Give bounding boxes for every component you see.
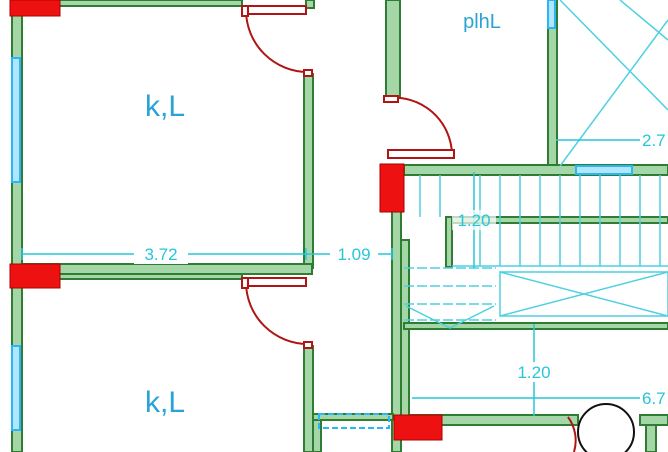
wall-room2-right bbox=[303, 345, 314, 452]
door-swing-icon bbox=[245, 281, 309, 345]
door-leaf bbox=[387, 149, 455, 159]
walls bbox=[11, 0, 668, 452]
door-jamb bbox=[303, 341, 313, 349]
dim-corridor-width: 1.09 bbox=[337, 245, 370, 264]
windows bbox=[11, 0, 633, 431]
wall-room1-right bbox=[303, 73, 314, 269]
door-jamb bbox=[241, 5, 249, 17]
window-icon bbox=[11, 57, 21, 183]
window-icon bbox=[575, 165, 633, 175]
labels: k,L k,L plhL 3.72 1.09 1.20 1.20 2.7 6.7 bbox=[134, 11, 668, 419]
column-icon bbox=[9, 0, 61, 17]
room-label-lower-left: k,L bbox=[145, 386, 185, 419]
circle-fixture-icon bbox=[577, 403, 635, 452]
column-icon bbox=[379, 163, 405, 213]
landing-box bbox=[499, 271, 668, 317]
stairs bbox=[404, 175, 668, 321]
door-leaf bbox=[241, 277, 307, 287]
door-jamb bbox=[383, 95, 399, 103]
wall-corridor-right bbox=[385, 0, 401, 99]
stair-direction-arrow bbox=[405, 305, 495, 329]
wall-left-outer bbox=[11, 0, 23, 452]
wall-landing-bottom bbox=[403, 322, 668, 330]
columns bbox=[9, 0, 443, 441]
room-label-upper-left: k,L bbox=[145, 90, 185, 123]
door-leaf bbox=[241, 5, 307, 15]
door-swing-icon bbox=[387, 96, 453, 155]
wall-room-divider bbox=[21, 263, 313, 275]
wall-bottom-right bbox=[639, 414, 668, 426]
column-icon bbox=[393, 414, 443, 441]
room3-diagonals bbox=[559, 0, 668, 167]
column-icon bbox=[9, 263, 61, 289]
door-jamb bbox=[241, 277, 249, 289]
doors bbox=[241, 5, 577, 452]
landing bbox=[405, 271, 668, 329]
door-swing-icon bbox=[245, 9, 309, 73]
window-icon bbox=[11, 345, 21, 431]
wall-corridor-bottom bbox=[312, 413, 394, 421]
door-swing-icon bbox=[567, 416, 577, 452]
dim-right-partial-bottom: 6.7 bbox=[642, 389, 666, 408]
wall-stair-inner-left bbox=[445, 216, 453, 268]
wall-bottom-right-post bbox=[645, 424, 657, 452]
door-jamb bbox=[303, 69, 313, 77]
dim-stair-run: 1.20 bbox=[457, 211, 490, 230]
dim-room-width: 3.72 bbox=[144, 245, 177, 264]
window-icon bbox=[318, 413, 390, 429]
dim-landing-depth: 1.20 bbox=[517, 363, 550, 382]
wall-top-left-2 bbox=[305, 0, 315, 9]
window-icon bbox=[547, 0, 556, 29]
dim-right-partial-top: 2.7 bbox=[642, 131, 666, 150]
room-label-top-right: plhL bbox=[463, 11, 501, 33]
landing-cross bbox=[499, 271, 668, 317]
